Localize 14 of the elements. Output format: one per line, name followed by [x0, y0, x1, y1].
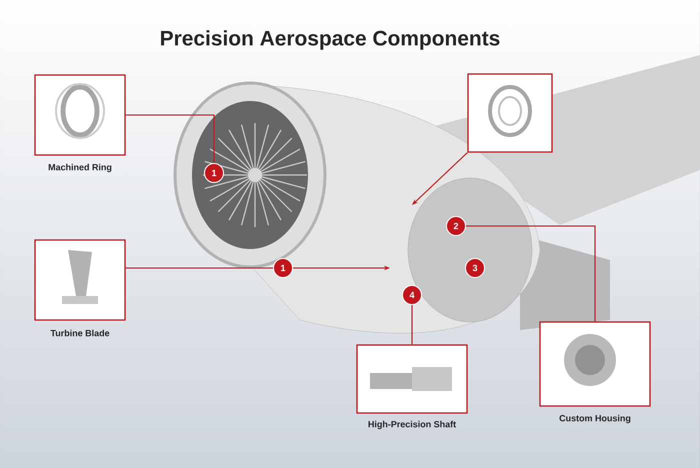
callout-number: 4 — [402, 285, 422, 305]
callout-number: 1 — [204, 163, 224, 183]
leader-line — [411, 305, 413, 344]
part-caption: Custom Housing — [560, 414, 630, 424]
part-caption: Machined Ring — [48, 164, 112, 172]
part-caption: Turbine Blade — [50, 330, 110, 336]
callout-number: 1 — [273, 258, 293, 278]
title: Precision Aerospace Components — [161, 30, 500, 50]
callout-number: 2 — [446, 216, 466, 236]
leader-line — [466, 225, 596, 322]
callout-number: 3 — [465, 258, 485, 278]
leader-line — [126, 114, 215, 163]
leader-line — [126, 267, 273, 269]
part-caption: High-Precision Shaft — [368, 420, 456, 430]
